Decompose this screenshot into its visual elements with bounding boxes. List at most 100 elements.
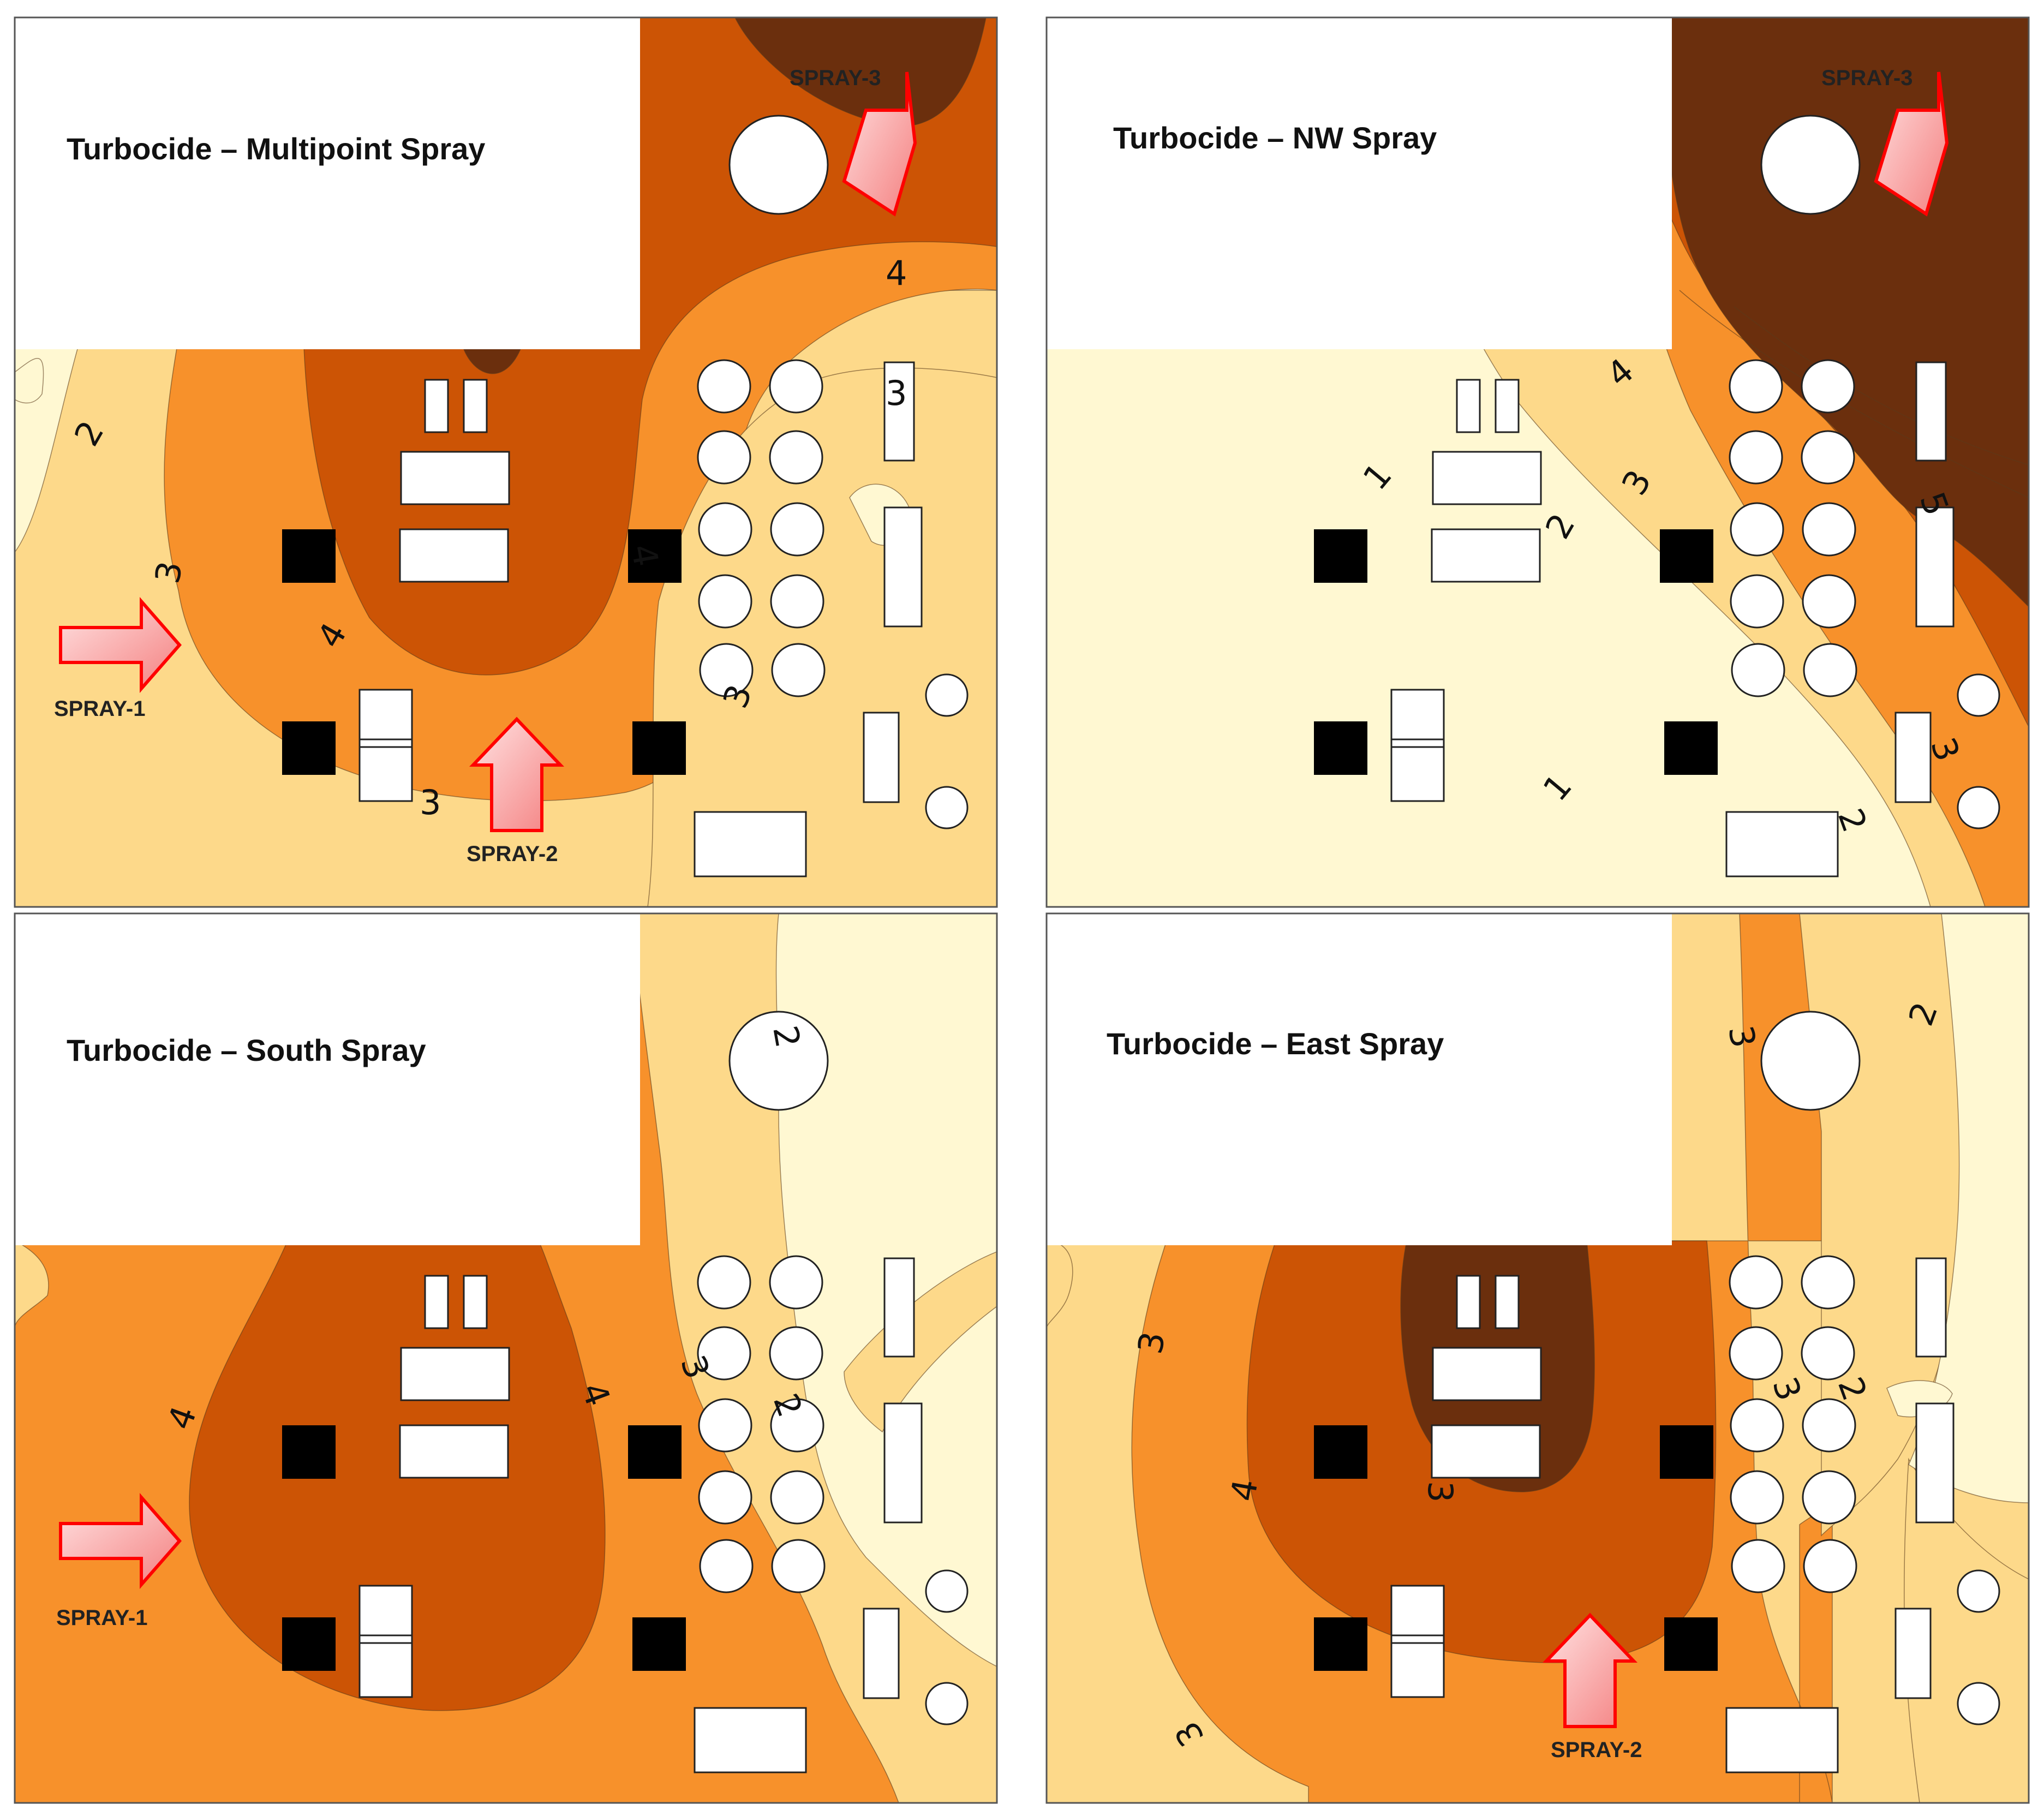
equipment-unit <box>863 1608 900 1699</box>
cooling-cell <box>771 643 826 697</box>
storage-tank <box>728 1011 829 1111</box>
cooling-cell <box>699 643 754 697</box>
panel-title: Turbocide – Multipoint Spray <box>67 132 485 166</box>
equipment-unit <box>399 1424 509 1479</box>
equipment-unit <box>883 1402 923 1524</box>
spray-arrow-down <box>1874 71 1949 217</box>
support-block <box>632 1617 686 1671</box>
support-block <box>1314 529 1367 583</box>
panel-frame <box>14 912 998 1804</box>
equipment-unit <box>1390 689 1445 802</box>
cooling-cell <box>1803 1539 1857 1593</box>
equipment-unit <box>463 1275 488 1329</box>
support-block <box>1660 529 1713 583</box>
cooling-cell <box>697 359 751 414</box>
cooling-cell <box>1801 1255 1855 1310</box>
equipment-unit <box>883 361 915 462</box>
spray-arrow-up <box>469 716 564 832</box>
equipment-unit <box>400 451 510 505</box>
spray-label: SPRAY-1 <box>56 1606 148 1630</box>
cooling-cell <box>1729 359 1783 414</box>
cooling-cell <box>1802 1398 1856 1453</box>
spray-arrow-up <box>1543 1612 1637 1728</box>
small-tank <box>1957 786 2000 829</box>
storage-tank <box>728 115 829 215</box>
equipment-unit <box>358 689 413 802</box>
equipment-unit <box>1431 528 1541 583</box>
equipment-unit <box>1390 1585 1445 1698</box>
panel-frame <box>1045 912 2030 1804</box>
equipment-unit <box>1894 712 1932 803</box>
cooling-cell <box>1802 574 1856 629</box>
support-block <box>282 1425 336 1479</box>
equipment-unit <box>883 1257 915 1358</box>
cooling-cell <box>769 359 823 414</box>
spray-label: SPRAY-1 <box>54 697 146 721</box>
spray-markers: SPRAY-1 SPRAY-2 SPRAY-3 <box>54 66 917 866</box>
storage-tank <box>1760 1011 1861 1111</box>
spray-markers: SPRAY-2 <box>1543 1612 1642 1762</box>
support-block <box>632 721 686 775</box>
cooling-cell <box>699 1539 754 1593</box>
equipment-unit <box>1915 506 1955 628</box>
zone-level-2 <box>15 1240 49 1329</box>
cooling-cell <box>1801 430 1855 485</box>
small-tank <box>1957 1682 2000 1725</box>
panel-nw: Turbocide – NW Spray <box>1045 16 2030 908</box>
cooling-cell <box>770 1398 824 1453</box>
equipment-layout <box>1314 1011 2000 1773</box>
cooling-cell <box>771 1539 826 1593</box>
cooling-cell <box>770 502 824 557</box>
equipment-unit <box>1915 361 1947 462</box>
storage-tank <box>1760 115 1861 215</box>
support-block <box>282 1617 336 1671</box>
panel-south: Turbocide – South Spray <box>14 912 998 1804</box>
contour-label: 3 <box>1420 1481 1460 1502</box>
spray-label: SPRAY-3 <box>1821 66 1913 90</box>
cooling-cell <box>770 1470 824 1525</box>
equipment-unit <box>399 528 509 583</box>
equipment-unit <box>1495 1275 1520 1329</box>
support-block <box>628 529 682 583</box>
contour-label: 3 <box>420 782 441 822</box>
spray-label: SPRAY-2 <box>467 842 558 866</box>
cooling-cell <box>697 1326 751 1381</box>
contour-label: 4 <box>886 253 907 293</box>
zone-level-5 <box>461 344 523 374</box>
small-tank <box>925 786 969 829</box>
equipment-unit <box>1894 1608 1932 1699</box>
equipment-unit <box>1432 1347 1542 1401</box>
cooling-cell <box>1801 1326 1855 1381</box>
title-box <box>1047 17 1672 349</box>
cooling-cell <box>1730 1398 1784 1453</box>
equipment-unit <box>1915 1257 1947 1358</box>
small-tank <box>925 673 969 717</box>
cooling-cell <box>769 430 823 485</box>
cooling-cell <box>1802 502 1856 557</box>
equipment-layout <box>282 115 969 877</box>
support-block <box>1314 721 1367 775</box>
contour-label: 3 <box>886 373 907 413</box>
cooling-cell <box>1729 430 1783 485</box>
title-box <box>1047 913 1672 1245</box>
panel-frame <box>14 16 998 908</box>
equipment-unit <box>694 1707 807 1773</box>
cooling-cell <box>1729 1326 1783 1381</box>
cooling-cell <box>1803 643 1857 697</box>
equipment-unit <box>1725 811 1839 877</box>
equipment-unit <box>424 379 449 433</box>
support-block <box>1314 1617 1367 1671</box>
title-box <box>15 913 640 1245</box>
equipment-unit <box>694 811 807 877</box>
equipment-unit <box>1725 1707 1839 1773</box>
support-block <box>1314 1425 1367 1479</box>
panel-title: Turbocide – East Spray <box>1107 1026 1444 1061</box>
equipment-unit <box>424 1275 449 1329</box>
support-block <box>628 1425 682 1479</box>
zone-level-2 <box>1047 1240 1073 1329</box>
spray-arrow-right <box>59 1493 182 1589</box>
cooling-cell <box>698 1398 752 1453</box>
title-box <box>15 17 640 349</box>
small-tank <box>925 1682 969 1725</box>
